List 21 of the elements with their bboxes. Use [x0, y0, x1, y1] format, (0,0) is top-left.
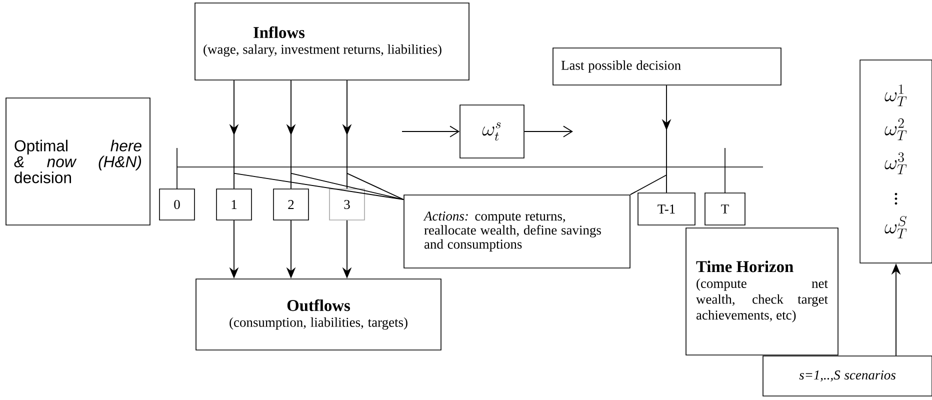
outflows-box: Outflows (consumption, liabilities, targets)	[196, 278, 442, 350]
scenarios-box: s=1,..,S scenarios	[762, 356, 932, 396]
actions-box: Actions: compute returns, reallocate wealth, define savings and consumptions	[404, 194, 630, 268]
time-step-box: 3	[329, 188, 365, 220]
inflows-box: Inflows (wage, salary, investment returns, liabilities)	[194, 2, 470, 80]
connector-line	[346, 172, 404, 200]
decision-box: Last possible decision	[552, 48, 782, 86]
connector-line	[234, 172, 404, 200]
scenario-list-box: $\omega_T^1$ $\omega_T^2$ $\omega_T^3$ $\vdots$ $\omega_T^S$	[860, 60, 932, 264]
time-horizon-box: Time Horizon (compute net wealth, check target achievements, etc)	[686, 228, 838, 356]
arrow	[524, 126, 573, 138]
connector-line	[290, 172, 404, 200]
time-step-box: 2	[273, 188, 309, 220]
wealth-box: $\omega_t^s$	[460, 104, 524, 158]
time-step-box: T	[704, 192, 746, 226]
time-step-box: 0	[159, 188, 195, 220]
decision-box: Optimal here & now (H&N) decision	[6, 98, 150, 226]
time-step-box: T-1	[638, 192, 696, 226]
time-step-box: 1	[216, 188, 252, 220]
arrow	[402, 126, 460, 138]
connector-line	[630, 174, 667, 196]
